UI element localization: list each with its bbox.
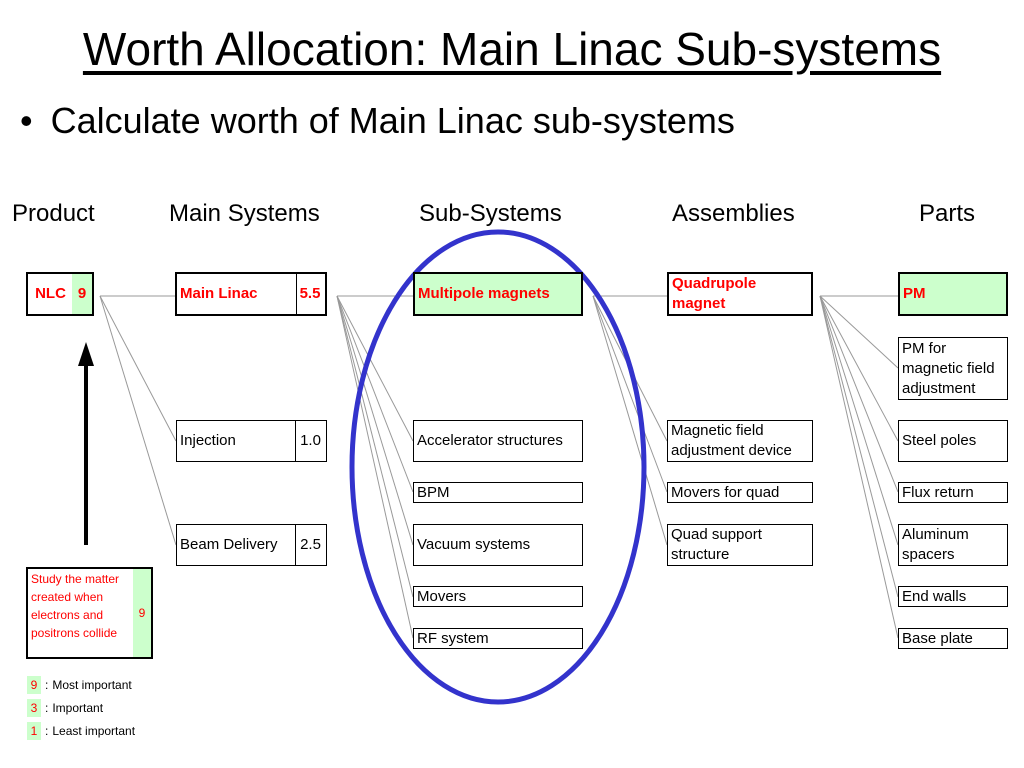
connector-line	[819, 295, 899, 598]
bullet-text: Calculate worth of Main Linac sub-system…	[50, 100, 735, 141]
legend-label: Most important	[52, 678, 132, 692]
main-system-beam-delivery: Beam Delivery 2.5	[176, 524, 327, 566]
part-flux-return: Flux return	[898, 482, 1008, 503]
connector-line	[819, 295, 899, 493]
connector-line	[819, 295, 899, 369]
assembly-quadrupole-magnet: Quadrupole magnet	[667, 272, 813, 316]
assembly-magnetic-field-adjustment-device: Magnetic field adjustment device	[667, 420, 813, 462]
goal-text: Study the matter created when electrons …	[28, 569, 135, 657]
assembly-quad-support-structure: Quad support structure	[667, 524, 813, 566]
sub-system-vacuum-systems: Vacuum systems	[413, 524, 583, 566]
column-header-assemblies: Assemblies	[672, 200, 795, 227]
part-pm: PM	[898, 272, 1008, 316]
goal-value: 9	[133, 569, 151, 657]
main-system-name: Beam Delivery	[177, 525, 296, 565]
legend-item: 1:Least important	[27, 722, 135, 740]
main-system-value: 1.0	[300, 432, 321, 449]
bullet-point: •Calculate worth of Main Linac sub-syste…	[20, 100, 735, 141]
connector-line	[819, 295, 899, 639]
column-header-main-systems: Main Systems	[169, 200, 320, 227]
connector-line	[592, 295, 668, 546]
connector-line	[336, 295, 414, 546]
main-system-value: 5.5	[299, 285, 321, 302]
main-system-name: Injection	[177, 421, 296, 461]
connector-line	[592, 295, 668, 442]
product-box: NLC 9	[26, 272, 94, 316]
main-system-value: 2.5	[300, 536, 321, 553]
connector-line	[336, 295, 414, 639]
connector-line	[336, 295, 414, 493]
sub-system-accelerator-structures: Accelerator structures	[413, 420, 583, 462]
sub-system-movers: Movers	[413, 586, 583, 607]
part-steel-poles: Steel poles	[898, 420, 1008, 462]
part-end-walls: End walls	[898, 586, 1008, 607]
part-base-plate: Base plate	[898, 628, 1008, 649]
connector-line	[592, 295, 668, 493]
connector-line	[336, 295, 414, 598]
product-value: 9	[72, 274, 92, 314]
legend-number: 3	[27, 699, 41, 717]
part-aluminum-spacers: Aluminum spacers	[898, 524, 1008, 566]
connector-line	[99, 295, 177, 546]
connector-line	[99, 295, 177, 442]
connector-line	[336, 295, 414, 442]
sub-system-multipole-magnets: Multipole magnets	[413, 272, 583, 316]
column-header-parts: Parts	[919, 200, 976, 227]
sub-system-bpm: BPM	[413, 482, 583, 503]
connector-line	[819, 295, 899, 442]
legend-number: 9	[27, 676, 41, 694]
product-name: NLC	[28, 274, 74, 314]
main-system-main-linac: Main Linac 5.5	[175, 272, 327, 316]
legend-item: 3:Important	[27, 699, 103, 717]
column-header-product: Product	[12, 200, 95, 227]
legend-label: Least important	[52, 724, 136, 738]
main-system-name: Main Linac	[177, 274, 297, 314]
assembly-movers-for-quad: Movers for quad	[667, 482, 813, 503]
column-header-sub-systems: Sub-Systems	[419, 200, 562, 227]
main-system-injection: Injection 1.0	[176, 420, 327, 462]
arrow-up-icon	[78, 342, 94, 366]
legend-item: 9:Most important	[27, 676, 132, 694]
sub-system-rf-system: RF system	[413, 628, 583, 649]
legend-number: 1	[27, 722, 41, 740]
part-pm-for-magnetic-field-adjustment: PM for magnetic field adjustment	[898, 337, 1008, 400]
slide-title: Worth Allocation: Main Linac Sub-systems	[82, 23, 942, 75]
legend-label: Important	[52, 701, 104, 715]
connector-line	[819, 295, 899, 546]
goal-box: Study the matter created when electrons …	[26, 567, 153, 659]
